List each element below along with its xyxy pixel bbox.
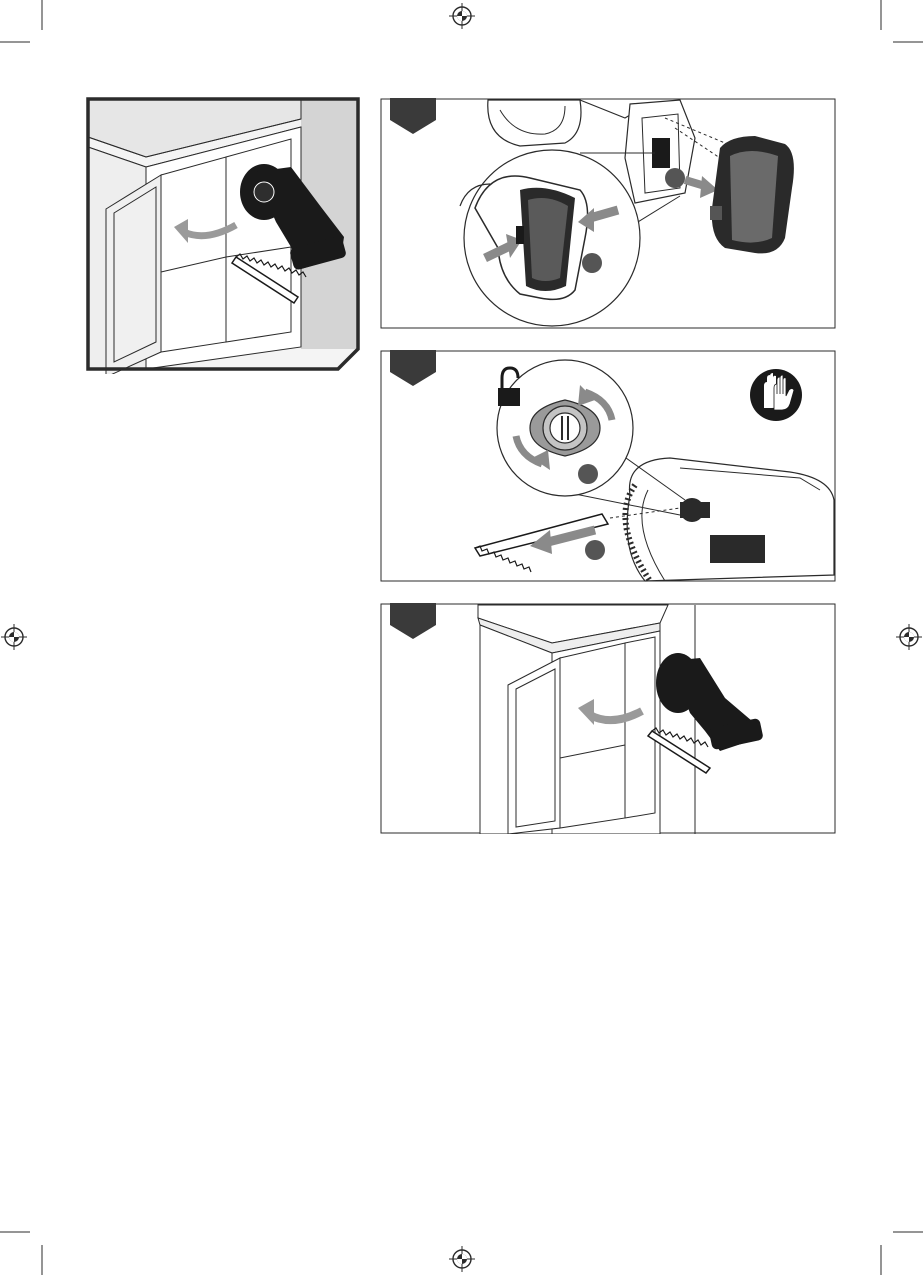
step-3-panel [380,603,836,834]
crosshair-icon [1,624,27,650]
battery-icon [710,136,794,253]
crosshair-icon [449,1246,475,1272]
crosshair-icon [896,624,922,650]
overview-panel [86,97,362,374]
saw-and-cabinet-illustration [88,99,358,374]
step-2-panel [380,350,836,582]
step-1-panel [380,98,836,329]
gloves-icon [750,369,802,421]
crosshair-icon [449,3,475,29]
